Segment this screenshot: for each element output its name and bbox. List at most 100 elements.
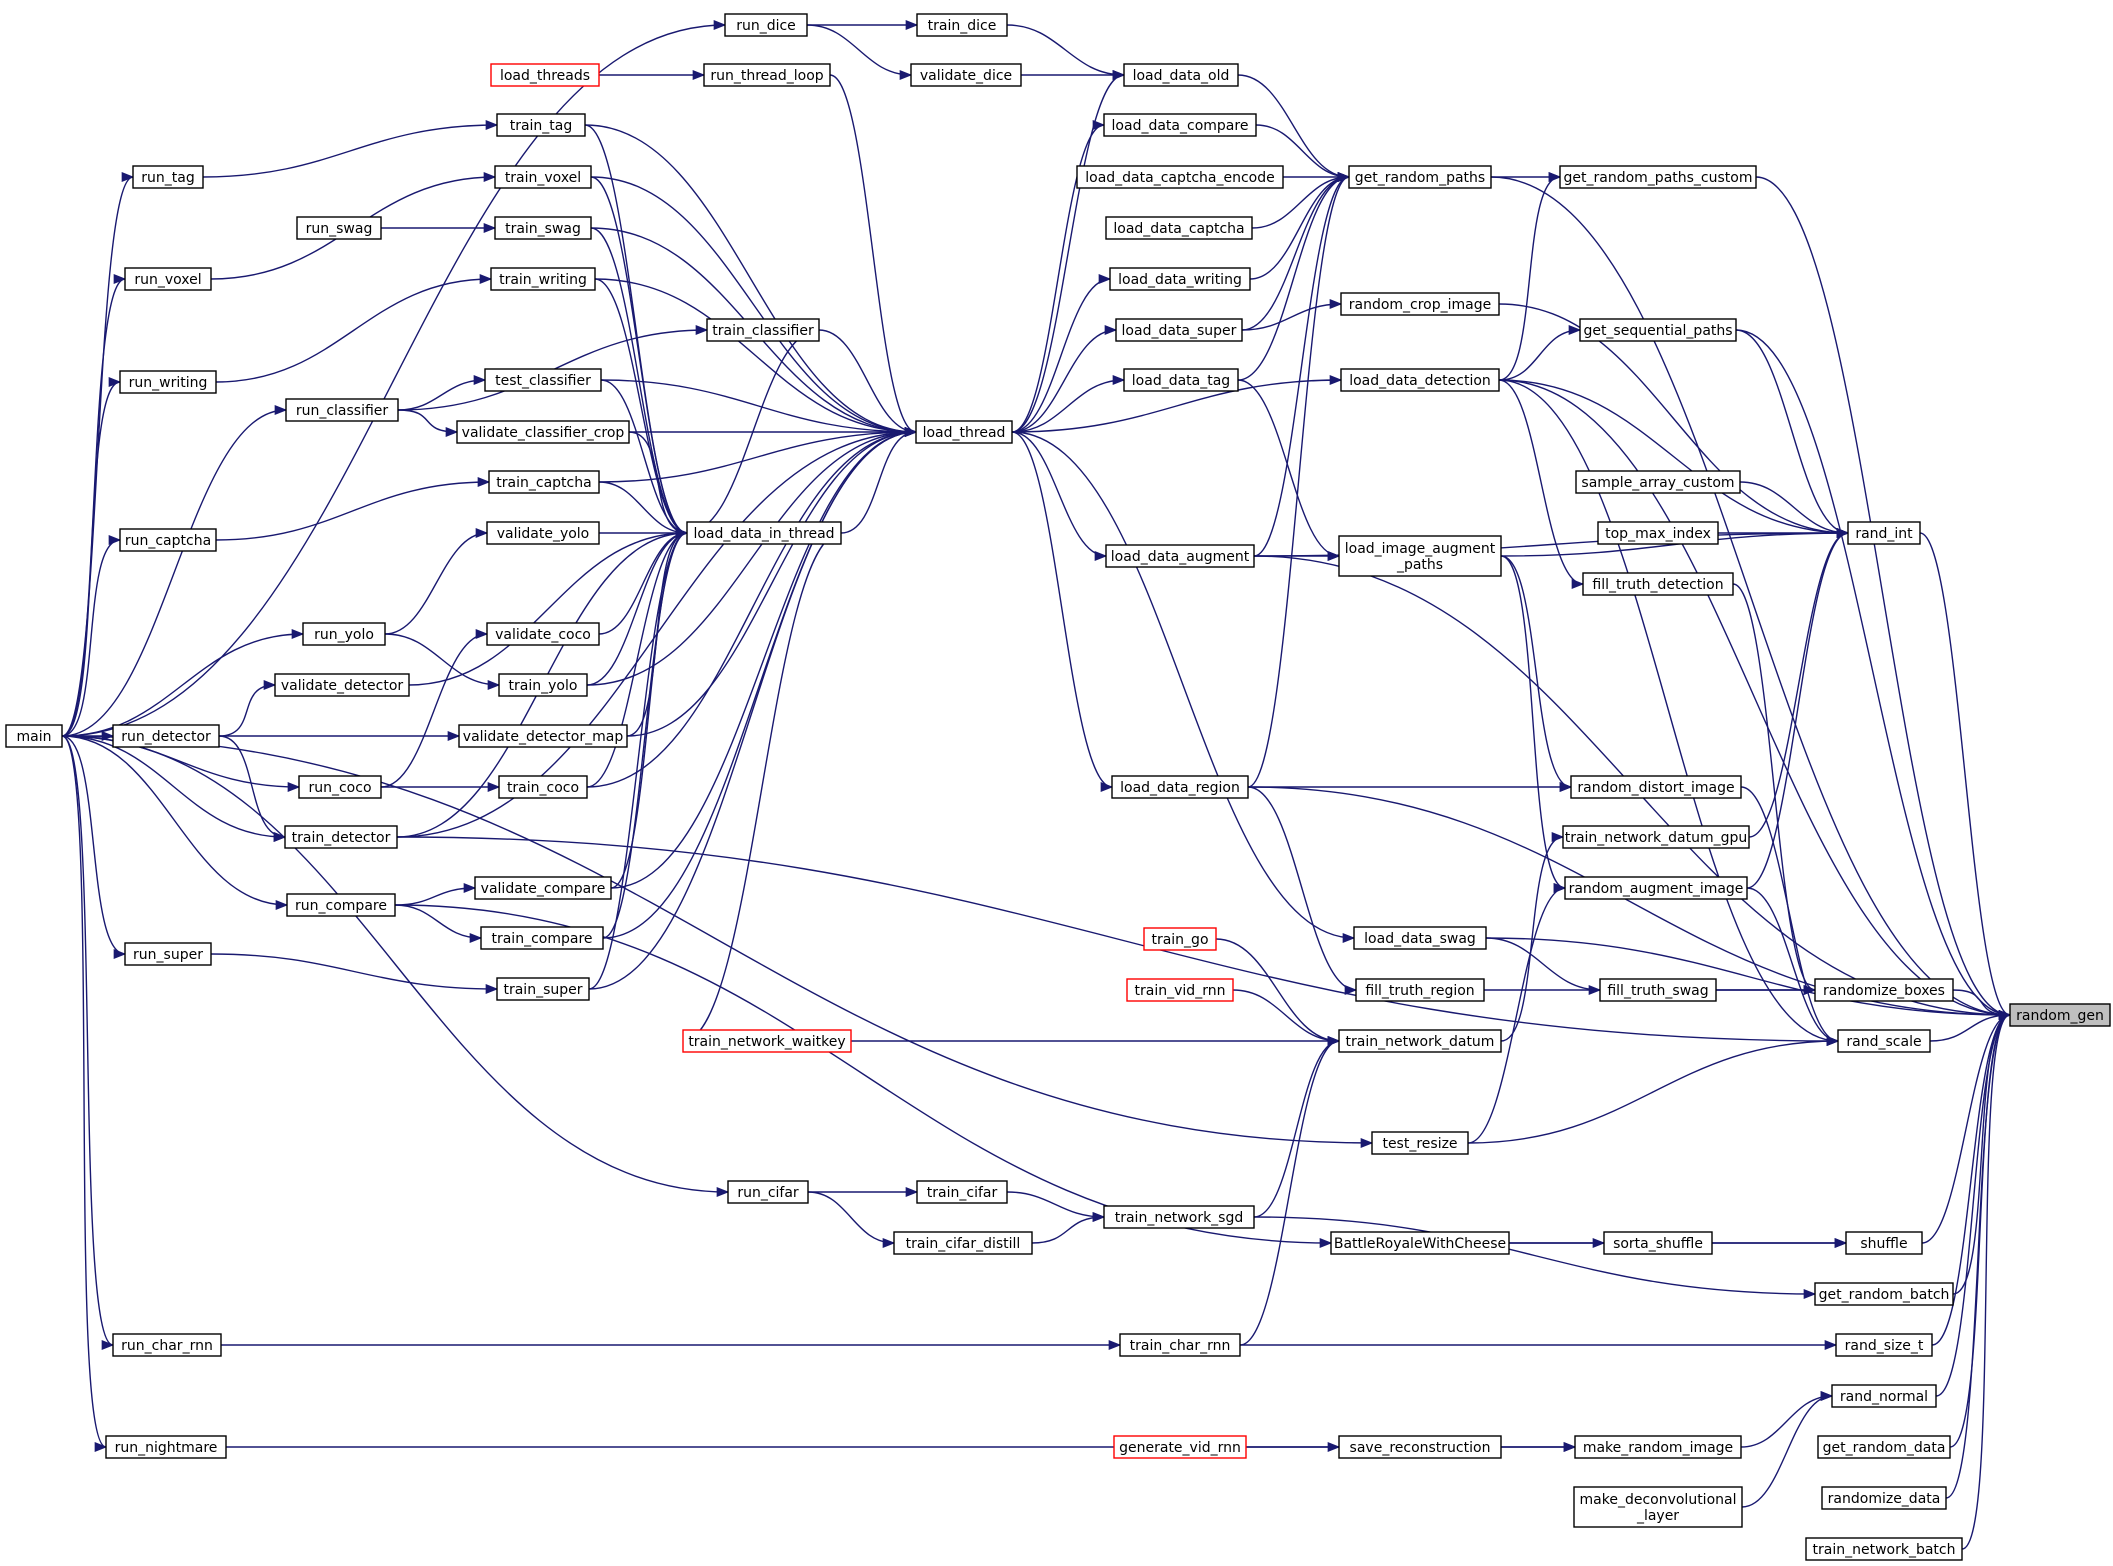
node-box[interactable] [1805,1537,1963,1561]
node-box[interactable] [915,420,1013,444]
node-box[interactable] [112,1333,222,1357]
node-box[interactable] [486,622,600,646]
node-box[interactable] [916,1180,1008,1204]
node-box[interactable] [1573,1486,1743,1528]
node-train_yolo[interactable]: train_yolo [498,673,588,697]
node-fill_truth_swag[interactable]: fill_truth_swag [1599,978,1717,1002]
node-box[interactable] [1574,1435,1742,1459]
node-load_data_augment[interactable]: load_data_augment [1105,544,1255,568]
node-box[interactable] [496,977,590,1001]
node-train_dice[interactable]: train_dice [916,13,1008,37]
node-box[interactable] [1814,1282,1954,1306]
node-run_swag[interactable]: run_swag [296,216,382,240]
node-box[interactable] [1579,318,1737,342]
node-box[interactable] [1835,1333,1933,1357]
node-box[interactable] [274,673,410,697]
node-rand_scale[interactable]: rand_scale [1837,1029,1931,1053]
node-box[interactable] [484,368,602,392]
node-load_data_captcha_encode[interactable]: load_data_captcha_encode [1076,165,1284,189]
node-box[interactable] [1817,1435,1951,1459]
node-box[interactable] [285,398,399,422]
node-main[interactable]: main [5,724,63,748]
node-get_random_paths_custom[interactable]: get_random_paths_custom [1559,165,1757,189]
node-box[interactable] [1123,63,1239,87]
node-run_tag[interactable]: run_tag [132,165,204,189]
node-run_super[interactable]: run_super [124,942,212,966]
node-run_cifar[interactable]: run_cifar [727,1180,809,1204]
node-random_gen[interactable]: random_gen [2009,1003,2111,1027]
node-load_threads[interactable]: load_threads [490,63,600,87]
node-get_sequential_paths[interactable]: get_sequential_paths [1579,318,1737,342]
node-box[interactable] [1348,165,1492,189]
node-box[interactable] [494,165,592,189]
node-load_data_swag[interactable]: load_data_swag [1353,926,1487,950]
node-box[interactable] [124,267,212,291]
node-box[interactable] [1076,165,1284,189]
node-box[interactable] [296,216,382,240]
node-sorta_shuffle[interactable]: sorta_shuffle [1603,1231,1713,1255]
node-BattleRoyaleWithCheese[interactable]: BattleRoyaleWithCheese [1330,1231,1510,1255]
node-load_data_super[interactable]: load_data_super [1115,318,1243,342]
node-box[interactable] [284,825,398,849]
node-run_nightmare[interactable]: run_nightmare [105,1435,227,1459]
node-load_data_region[interactable]: load_data_region [1111,775,1249,799]
node-box[interactable] [1831,1384,1937,1408]
node-box[interactable] [1355,978,1485,1002]
node-box[interactable] [112,724,220,748]
node-train_coco[interactable]: train_coco [498,775,588,799]
node-make_deconvolutional_layer[interactable]: make_deconvolutional_layer [1573,1486,1743,1528]
node-randomize_data[interactable]: randomize_data [1821,1486,1947,1510]
node-box[interactable] [1599,978,1717,1002]
node-box[interactable] [1113,1435,1247,1459]
node-generate_vid_rnn[interactable]: generate_vid_rnn [1113,1435,1247,1459]
node-run_detector[interactable]: run_detector [112,724,220,748]
node-box[interactable] [119,528,217,552]
node-load_data_tag[interactable]: load_data_tag [1123,368,1239,392]
node-box[interactable] [1143,927,1217,951]
node-train_network_datum_gpu[interactable]: train_network_datum_gpu [1562,825,1750,849]
node-train_go[interactable]: train_go [1143,927,1217,951]
node-box[interactable] [496,113,586,137]
node-run_thread_loop[interactable]: run_thread_loop [703,63,831,87]
node-load_data_compare[interactable]: load_data_compare [1103,113,1257,137]
node-box[interactable] [480,926,604,950]
node-box[interactable] [2009,1003,2111,1027]
node-box[interactable] [727,1180,809,1204]
node-box[interactable] [682,1029,852,1053]
node-box[interactable] [1570,775,1742,799]
node-box[interactable] [724,13,808,37]
node-run_writing[interactable]: run_writing [119,370,217,394]
node-shuffle[interactable]: shuffle [1845,1231,1923,1255]
node-box[interactable] [910,63,1022,87]
node-box[interactable] [916,13,1008,37]
node-train_captcha[interactable]: train_captcha [488,470,600,494]
node-box[interactable] [1847,521,1921,545]
node-train_network_sgd[interactable]: train_network_sgd [1103,1205,1255,1229]
node-save_reconstruction[interactable]: save_reconstruction [1338,1435,1502,1459]
node-run_char_rnn[interactable]: run_char_rnn [112,1333,222,1357]
node-box[interactable] [1597,521,1719,545]
node-box[interactable] [490,63,600,87]
node-test_resize[interactable]: test_resize [1371,1131,1469,1155]
node-train_vid_rnn[interactable]: train_vid_rnn [1126,978,1234,1002]
node-run_classifier[interactable]: run_classifier [285,398,399,422]
node-train_cifar_distill[interactable]: train_cifar_distill [893,1231,1033,1255]
node-box[interactable] [703,63,831,87]
node-sample_array_custom[interactable]: sample_array_custom [1575,470,1741,494]
node-box[interactable] [1119,1333,1241,1357]
node-get_random_data[interactable]: get_random_data [1817,1435,1951,1459]
node-box[interactable] [298,775,382,799]
node-rand_int[interactable]: rand_int [1847,521,1921,545]
node-train_tag[interactable]: train_tag [496,113,586,137]
node-box[interactable] [105,1435,227,1459]
node-load_data_captcha[interactable]: load_data_captcha [1105,216,1253,240]
node-box[interactable] [1338,1029,1502,1053]
node-box[interactable] [1582,572,1734,596]
node-box[interactable] [1103,113,1257,137]
node-train_network_waitkey[interactable]: train_network_waitkey [682,1029,852,1053]
node-validate_detector_map[interactable]: validate_detector_map [458,724,628,748]
node-box[interactable] [706,318,820,342]
node-random_augment_image[interactable]: random_augment_image [1564,876,1748,900]
node-box[interactable] [1123,368,1239,392]
node-make_random_image[interactable]: make_random_image [1574,1435,1742,1459]
